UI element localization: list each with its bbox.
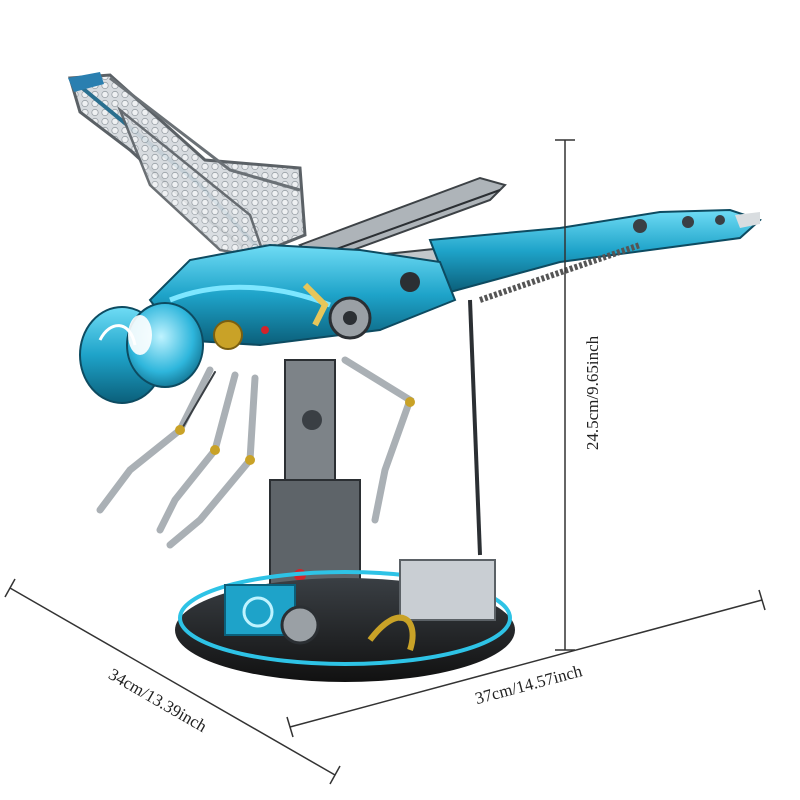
legs [96, 356, 415, 549]
height-dimension [555, 139, 575, 651]
thorax [148, 243, 457, 350]
height-label: 24.5cm/9.65inch [583, 335, 602, 450]
head [79, 302, 204, 404]
support-column [269, 299, 482, 591]
width-label: 37cm/14.57inch [473, 661, 585, 708]
width-dimension [286, 589, 766, 738]
depth-dimension [4, 578, 341, 785]
tail-abdomen [428, 208, 762, 303]
display-base [175, 559, 515, 682]
depth-label: 34cm/13.39inch [105, 665, 210, 737]
